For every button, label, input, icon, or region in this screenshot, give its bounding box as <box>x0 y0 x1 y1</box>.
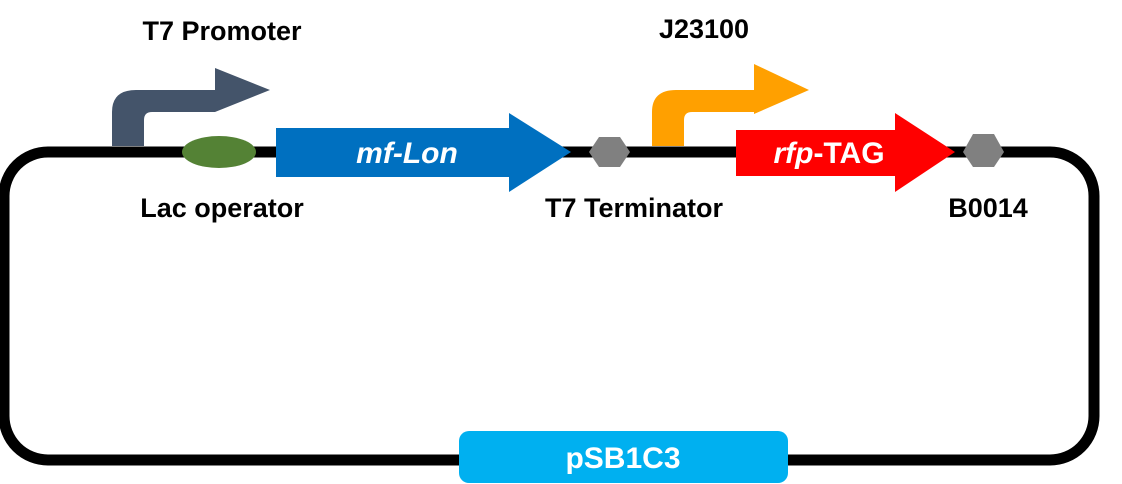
backbone-label: pSB1C3 <box>565 442 680 475</box>
t7-promoter-arrow <box>112 68 270 146</box>
j23100-promoter-arrow <box>652 64 809 146</box>
t7-terminator-hexagon <box>589 137 630 167</box>
b0014-terminator-hexagon <box>963 134 1004 167</box>
lac-operator-label: Lac operator <box>140 193 304 223</box>
mflon-gene-arrow <box>276 113 571 192</box>
rfp-tag-part: -TAG <box>813 137 884 170</box>
j23100-label: J23100 <box>659 14 749 44</box>
rfp-tag-gene-label: rfp-TAG <box>773 137 884 170</box>
backbone-box <box>459 431 788 483</box>
t7-promoter-label: T7 Promoter <box>142 16 302 46</box>
t7-terminator-label: T7 Terminator <box>545 193 724 223</box>
mflon-gene-label: mf-Lon <box>356 137 458 170</box>
rfp-italic-part: rfp <box>773 137 813 170</box>
lac-operator-ellipse <box>182 136 256 168</box>
b0014-label: B0014 <box>948 193 1028 223</box>
rfp-tag-gene-arrow <box>736 113 955 192</box>
